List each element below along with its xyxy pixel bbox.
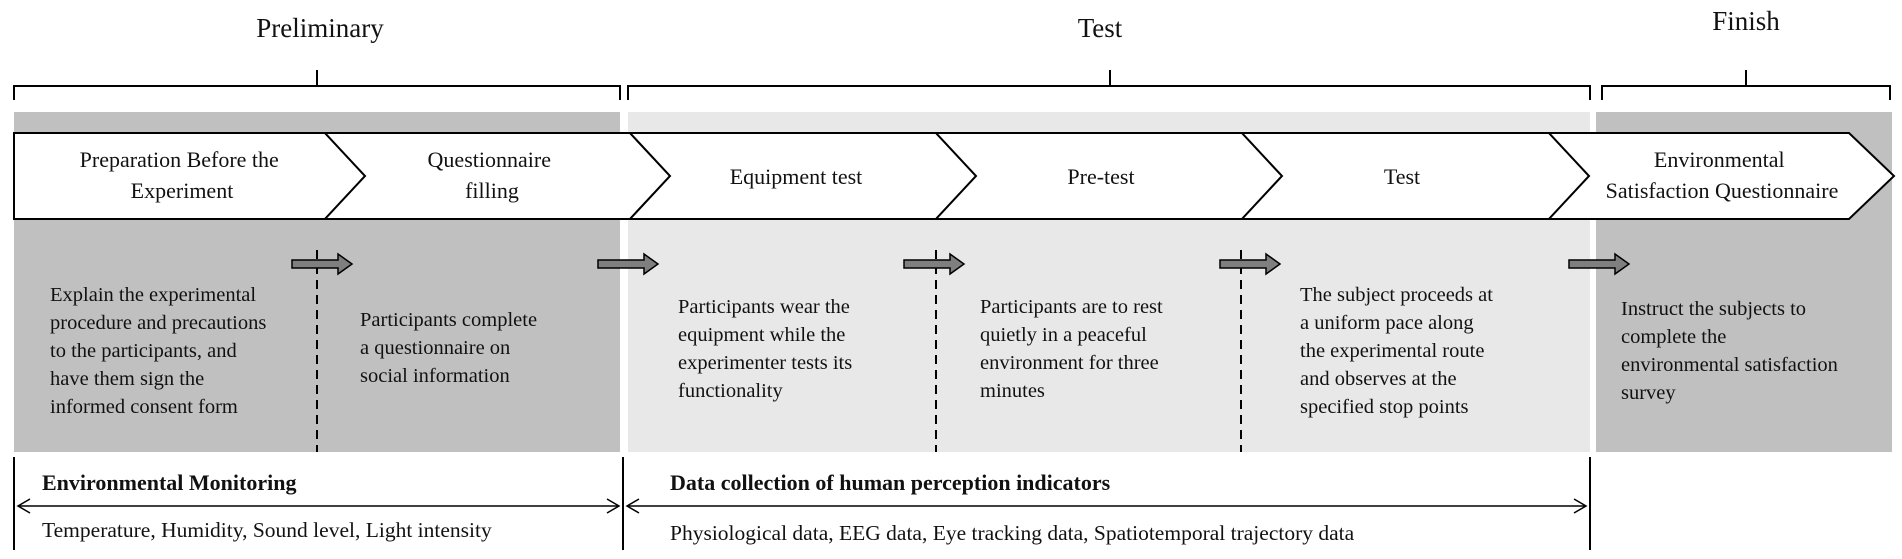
description-preparation: Explain the experimental procedure and p… xyxy=(50,284,271,418)
preliminary-brace xyxy=(13,70,621,100)
step-label-satisfaction: Environmental Satisfaction Questionnaire xyxy=(1606,147,1839,203)
finish-brace xyxy=(1601,70,1891,100)
step-label-pretest: Pre-test xyxy=(1067,164,1134,189)
description-equipment: Participants wear the equipment while th… xyxy=(678,296,857,402)
test-brace xyxy=(627,70,1591,100)
step-label-preparation: Preparation Before the Experiment xyxy=(80,147,285,203)
flow-arrow-1 xyxy=(291,252,354,276)
chevron-preparation xyxy=(13,132,367,220)
chevron-row xyxy=(13,132,1896,220)
description-pretest: Participants are to rest quietly in a pe… xyxy=(980,296,1168,402)
step-label-questionnaire: Questionnaire filling xyxy=(428,147,557,203)
collection-title: Data collection of human perception indi… xyxy=(670,470,1111,495)
flow-arrow-3 xyxy=(903,252,966,276)
flow-arrows xyxy=(291,252,1631,276)
step-label-test: Test xyxy=(1384,164,1420,189)
description-questionnaire: Participants complete a questionnaire on… xyxy=(360,309,542,387)
description-satisfaction: Instruct the subjects to complete the en… xyxy=(1621,298,1843,404)
phase-label-preliminary: Preliminary xyxy=(256,13,384,43)
collection-span-arrow xyxy=(625,498,1588,514)
flow-arrow-4 xyxy=(1219,252,1282,276)
monitoring-title: Environmental Monitoring xyxy=(42,470,296,495)
collection-items: Physiological data, EEG data, Eye tracki… xyxy=(670,521,1355,545)
step-label-equipment: Equipment test xyxy=(730,164,863,189)
phase-label-finish: Finish xyxy=(1712,6,1780,36)
monitoring-items: Temperature, Humidity, Sound level, Ligh… xyxy=(42,518,492,542)
chevron-questionnaire xyxy=(322,132,672,220)
bottom-vertical-lines xyxy=(13,457,1591,550)
description-test: The subject proceeds at a uniform pace a… xyxy=(1300,284,1498,418)
chevron-satisfaction xyxy=(1546,132,1896,220)
dashed-dividers xyxy=(316,250,1242,452)
flow-arrow-2 xyxy=(597,252,660,276)
flow-arrow-5 xyxy=(1568,252,1631,276)
monitoring-span-arrow xyxy=(16,498,621,514)
phase-label-test: Test xyxy=(1078,13,1123,43)
